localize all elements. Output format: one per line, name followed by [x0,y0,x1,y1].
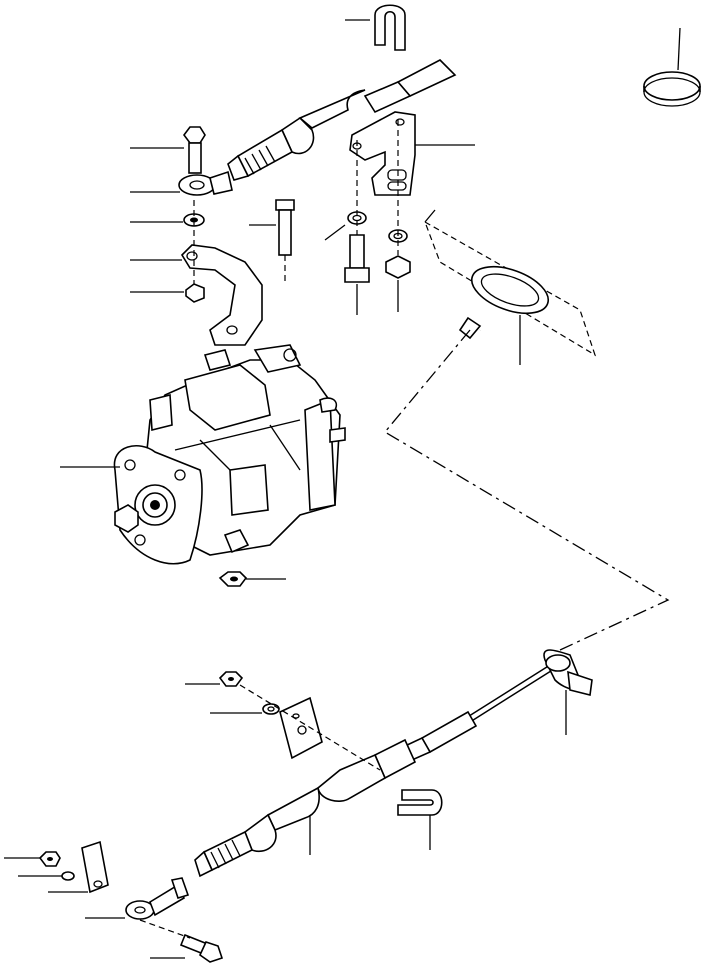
lower-throttle-cable [194,659,562,878]
pump-nut [218,571,286,587]
cable-routing-line [384,329,670,651]
upper-bracket [349,111,475,196]
thread-marks [244,145,276,175]
grommet-plate [423,209,597,365]
u-clip-bottom [397,789,443,850]
lower-left-hardware [4,840,224,963]
lower-thread-marks [210,839,241,869]
upper-throttle-cable [227,44,624,340]
injection-pump [60,344,346,565]
u-clip-top [345,4,406,51]
hose-clamp-top [643,27,701,107]
left-upper-hardware [130,126,295,346]
lower-mounting-plate [185,671,381,771]
bracket-hardware [324,120,411,315]
p-clamp [543,649,593,735]
